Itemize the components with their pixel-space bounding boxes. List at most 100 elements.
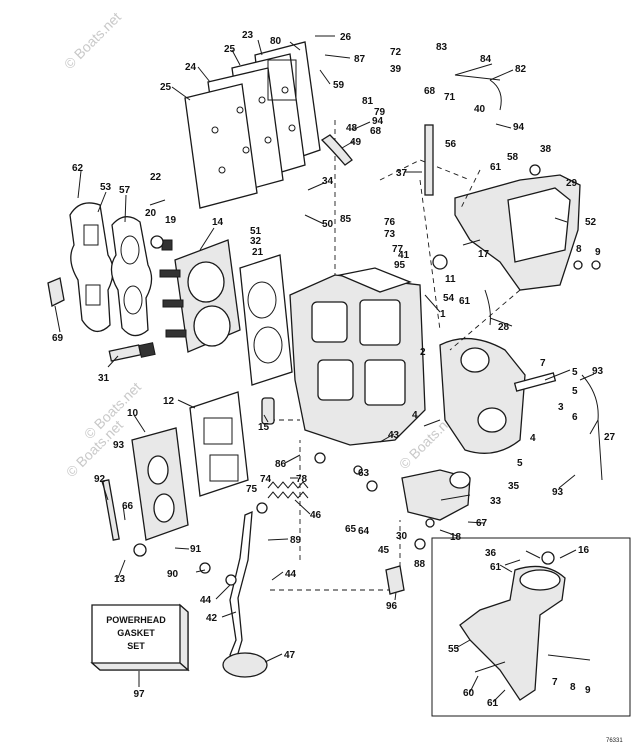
callout-40: 40 — [474, 104, 486, 115]
callout-56: 56 — [445, 139, 457, 150]
callout-52: 52 — [585, 217, 597, 228]
callout-7: 7 — [540, 358, 546, 369]
callout-64: 64 — [358, 526, 370, 537]
callout-22: 22 — [150, 172, 162, 183]
callout-58: 58 — [507, 152, 519, 163]
kit-box-callout: 97 — [133, 689, 145, 700]
callout-93b: 93 — [592, 366, 604, 377]
callout-44b: 44 — [285, 569, 297, 580]
callout-91: 91 — [190, 544, 202, 555]
callout-84: 84 — [480, 54, 492, 65]
crankcase-cover — [439, 337, 557, 454]
callout-73: 73 — [384, 229, 396, 240]
kit-box-line-3: SET — [127, 641, 145, 651]
callout-95: 95 — [394, 260, 406, 271]
callout-69: 69 — [52, 333, 64, 344]
callout-61: 61 — [490, 162, 502, 173]
callout-61d: 61 — [487, 698, 499, 709]
callout-30: 30 — [396, 531, 408, 542]
callout-78: 78 — [296, 474, 308, 485]
callout-93c: 93 — [552, 487, 564, 498]
callout-2: 2 — [420, 347, 426, 358]
callout-93: 93 — [113, 440, 125, 451]
callout-20: 20 — [145, 208, 157, 219]
fasteners — [102, 74, 603, 678]
transfer-port-cover — [131, 391, 249, 541]
callout-9b: 9 — [585, 685, 591, 696]
callout-41: 41 — [398, 250, 410, 261]
kit-box-line-2: GASKET — [117, 628, 155, 638]
cylinder-head — [159, 239, 241, 353]
callout-9: 9 — [595, 247, 601, 258]
callout-61c: 61 — [490, 562, 502, 573]
control-bracket — [454, 174, 581, 291]
gasket-kit-box — [90, 603, 190, 672]
callout-12: 12 — [163, 396, 175, 407]
callout-27: 27 — [604, 432, 616, 443]
callout-80: 80 — [270, 36, 282, 47]
callout-39: 39 — [390, 64, 402, 75]
callout-28: 28 — [498, 322, 510, 333]
catalog-number: 76331 — [606, 738, 623, 744]
callout-37: 37 — [396, 168, 408, 179]
callout-68: 68 — [424, 86, 436, 97]
throttle-cam-bracket — [401, 469, 471, 521]
callout-11: 11 — [445, 274, 456, 285]
callout-81: 81 — [362, 96, 374, 107]
callout-55: 55 — [448, 644, 460, 655]
callout-96: 96 — [386, 601, 398, 612]
callout-57: 57 — [119, 185, 131, 196]
callout-5: 5 — [572, 367, 578, 378]
callout-15: 15 — [258, 422, 270, 433]
callout-43: 43 — [388, 430, 400, 441]
callout-90: 90 — [167, 569, 179, 580]
callout-75: 75 — [246, 484, 258, 495]
throttle-lever — [229, 510, 253, 662]
callout-88: 88 — [414, 559, 426, 570]
callout-46: 46 — [310, 510, 322, 521]
callout-36: 36 — [485, 548, 497, 559]
callout-87: 87 — [354, 54, 366, 65]
callout-45: 45 — [378, 545, 390, 556]
callout-72: 72 — [390, 47, 402, 58]
callout-68b: 68 — [370, 126, 382, 137]
callout-1: 1 — [440, 309, 446, 320]
callout-25b: 25 — [160, 82, 172, 93]
callout-71: 71 — [444, 92, 456, 103]
callout-85: 85 — [340, 214, 352, 225]
callout-21: 21 — [252, 247, 264, 258]
callout-29: 29 — [566, 178, 578, 189]
callout-8: 8 — [576, 244, 582, 255]
exhaust-cover-plates — [184, 41, 321, 209]
callout-53: 53 — [100, 182, 112, 193]
callout-54: 54 — [443, 293, 455, 304]
callout-48: 48 — [346, 123, 358, 134]
cylinder-block — [289, 267, 426, 446]
spring — [267, 481, 309, 499]
callout-38: 38 — [540, 144, 552, 155]
callout-92: 92 — [94, 474, 106, 485]
callout-23: 23 — [242, 30, 254, 41]
callout-35: 35 — [508, 481, 520, 492]
callout-14: 14 — [212, 217, 224, 228]
callout-4: 4 — [412, 410, 418, 421]
callout-25: 25 — [224, 44, 236, 55]
callout-4b: 4 — [530, 433, 536, 444]
callout-50: 50 — [322, 219, 334, 230]
callout-34: 34 — [322, 176, 334, 187]
callout-47: 47 — [284, 650, 296, 661]
callout-24: 24 — [185, 62, 197, 73]
callout-65: 65 — [345, 524, 357, 535]
callout-5b: 5 — [572, 386, 578, 397]
callout-42: 42 — [206, 613, 218, 624]
callout-labels: 1 2 3 4 4 5 5 5 6 7 7 8 8 9 9 10 11 12 1… — [52, 30, 616, 709]
callout-51: 51 — [250, 226, 262, 237]
callout-49: 49 — [350, 137, 362, 148]
kit-box-line-1: POWERHEAD — [106, 615, 166, 625]
callout-76: 76 — [384, 217, 396, 228]
callout-59: 59 — [333, 80, 345, 91]
callout-26: 26 — [340, 32, 352, 43]
cylinder-head-gaskets — [47, 202, 153, 337]
